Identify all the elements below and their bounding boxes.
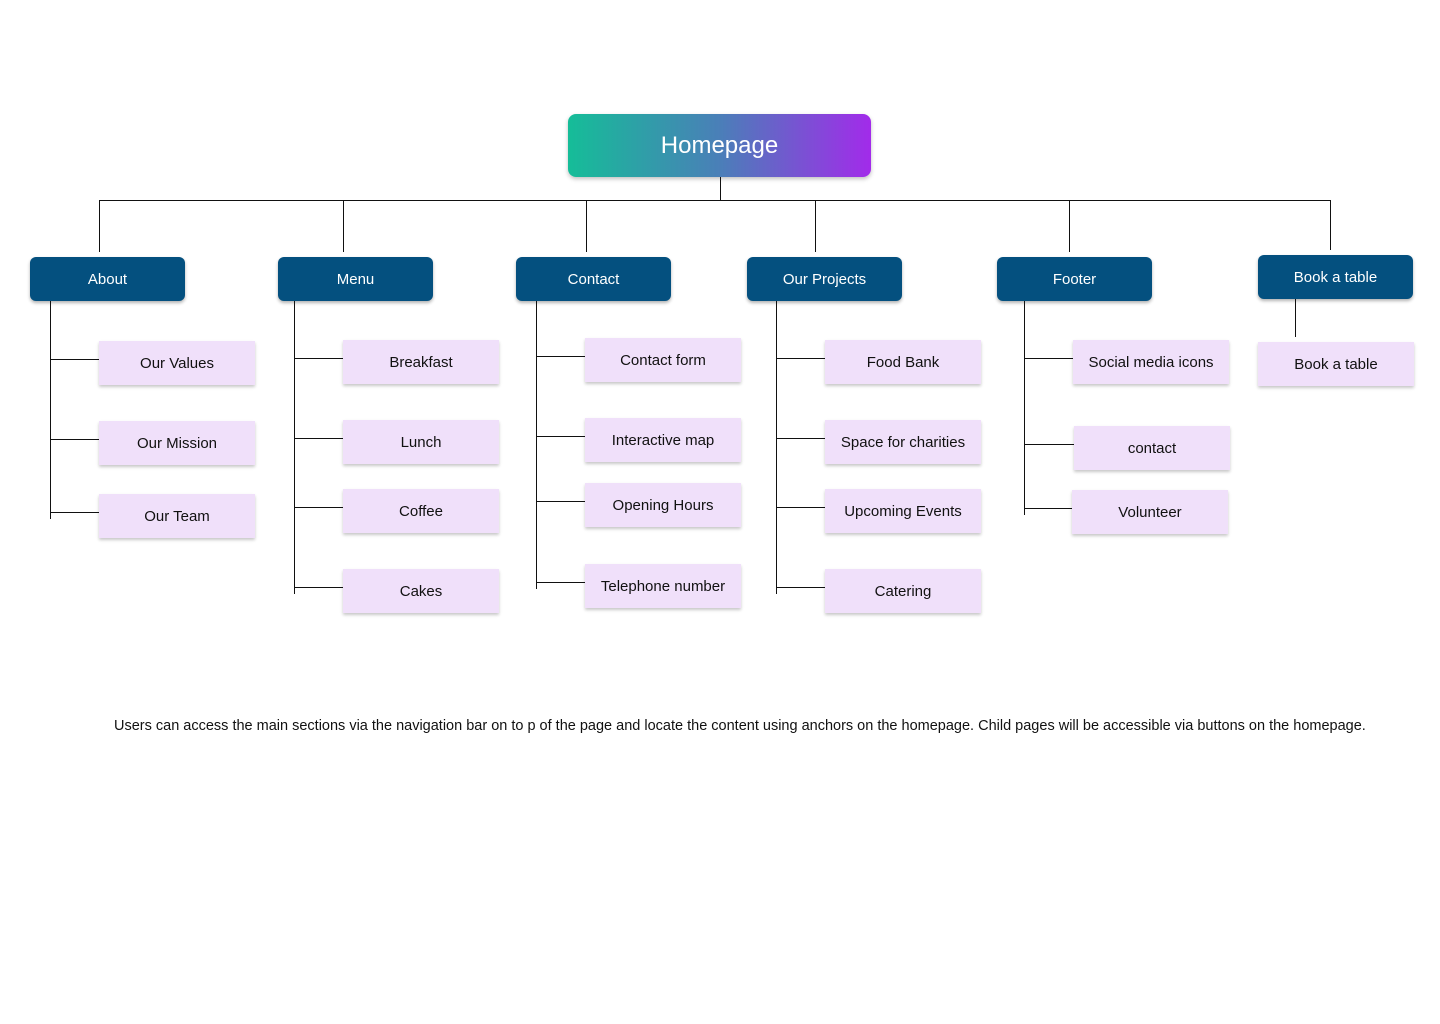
page-node-opening-hours: Opening Hours bbox=[585, 483, 741, 527]
section-node-footer: Footer bbox=[997, 257, 1152, 301]
branch-our-mission bbox=[50, 439, 99, 440]
page-node-space-for-charities: Space for charities bbox=[825, 420, 981, 464]
section-node-menu: Menu bbox=[278, 257, 433, 301]
section-node-our-projects: Our Projects bbox=[747, 257, 902, 301]
section-node-about: About bbox=[30, 257, 185, 301]
connector-contact bbox=[586, 200, 587, 252]
branch-our-values bbox=[50, 359, 99, 360]
spine-footer bbox=[1024, 301, 1025, 515]
page-node-lunch: Lunch bbox=[343, 420, 499, 464]
page-node-contact: contact bbox=[1074, 426, 1230, 470]
page-node-interactive-map: Interactive map bbox=[585, 418, 741, 462]
section-node-book-a-table: Book a table bbox=[1258, 255, 1413, 299]
page-node-catering: Catering bbox=[825, 569, 981, 613]
root-connector-line bbox=[720, 177, 721, 201]
page-node-coffee: Coffee bbox=[343, 489, 499, 533]
branch-space-for-charities bbox=[776, 438, 825, 439]
branch-coffee bbox=[294, 507, 343, 508]
spine-contact bbox=[536, 301, 537, 589]
branch-food-bank bbox=[776, 358, 825, 359]
page-node-book-a-table: Book a table bbox=[1258, 342, 1414, 386]
page-node-our-team: Our Team bbox=[99, 494, 255, 538]
branch-contact-form bbox=[536, 356, 585, 357]
page-node-volunteer: Volunteer bbox=[1072, 490, 1228, 534]
branch-breakfast bbox=[294, 358, 343, 359]
spine-menu bbox=[294, 301, 295, 594]
branch-contact bbox=[1024, 444, 1074, 445]
spine-about bbox=[50, 301, 51, 519]
page-node-food-bank: Food Bank bbox=[825, 340, 981, 384]
page-node-telephone-number: Telephone number bbox=[585, 564, 741, 608]
page-node-cakes: Cakes bbox=[343, 569, 499, 613]
spine-our-projects bbox=[776, 301, 777, 594]
branch-social-media-icons bbox=[1024, 358, 1073, 359]
page-node-our-values: Our Values bbox=[99, 341, 255, 385]
connector-menu bbox=[343, 200, 344, 252]
branch-upcoming-events bbox=[776, 507, 825, 508]
connector-book-a-table bbox=[1330, 200, 1331, 250]
branch-catering bbox=[776, 587, 825, 588]
branch-interactive-map bbox=[536, 436, 585, 437]
connector-about bbox=[99, 200, 100, 252]
branch-our-team bbox=[50, 512, 99, 513]
branch-cakes bbox=[294, 587, 343, 588]
branch-volunteer bbox=[1024, 508, 1072, 509]
section-node-contact: Contact bbox=[516, 257, 671, 301]
branch-lunch bbox=[294, 438, 343, 439]
page-node-contact-form: Contact form bbox=[585, 338, 741, 382]
page-node-upcoming-events: Upcoming Events bbox=[825, 489, 981, 533]
page-node-our-mission: Our Mission bbox=[99, 421, 255, 465]
branch-telephone-number bbox=[536, 582, 585, 583]
branch-opening-hours bbox=[536, 501, 585, 502]
page-node-social-media-icons: Social media icons bbox=[1073, 340, 1229, 384]
page-node-breakfast: Breakfast bbox=[343, 340, 499, 384]
connector-book-a-table-child bbox=[1295, 299, 1296, 337]
connector-footer bbox=[1069, 200, 1070, 252]
connector-our-projects bbox=[815, 200, 816, 252]
homepage-node: Homepage bbox=[568, 114, 871, 177]
section-bus-line bbox=[99, 200, 1331, 201]
navigation-note: Users can access the main sections via t… bbox=[114, 718, 1366, 734]
